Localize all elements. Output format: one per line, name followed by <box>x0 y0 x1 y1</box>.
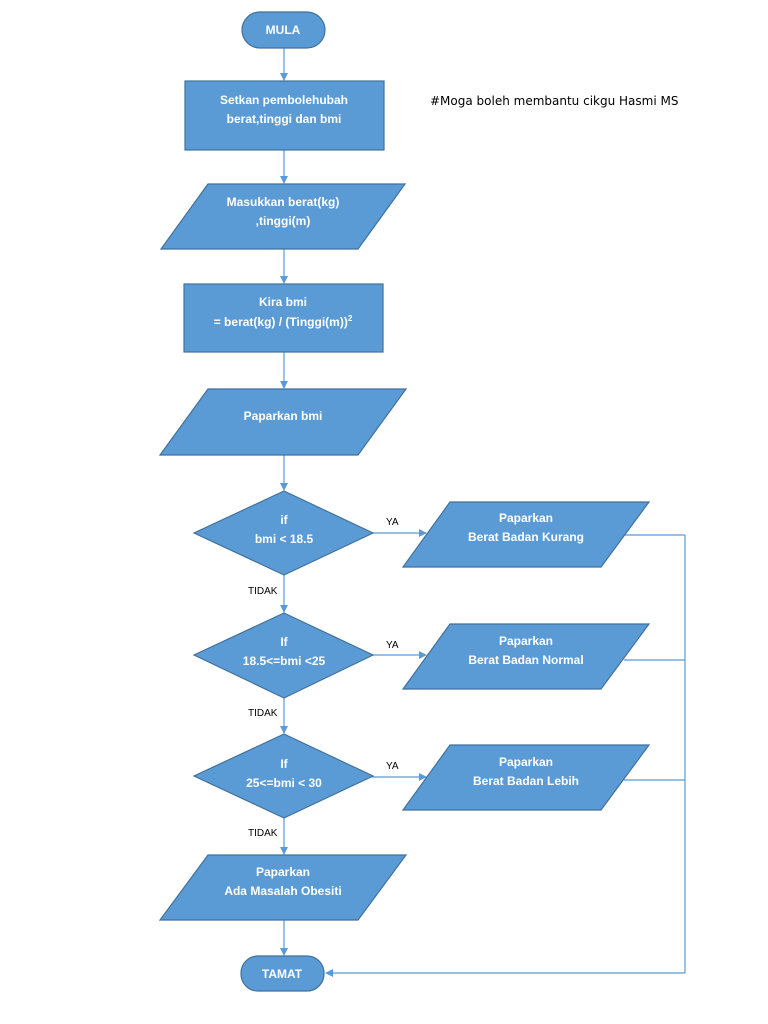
node-out-obesiti-line1: Paparkan <box>256 865 310 879</box>
node-out-obesiti: Paparkan Ada Masalah Obesiti <box>158 854 408 921</box>
node-out-kurang-line1: Paparkan <box>499 511 553 525</box>
node-display-bmi-text: Paparkan bmi <box>244 409 323 423</box>
label-no-3: TIDAK <box>248 828 278 839</box>
label-yes-2: YA <box>386 640 399 651</box>
connectors <box>280 48 686 977</box>
node-decision3-line2: 25<=bmi < 30 <box>246 776 322 790</box>
node-init-line1: Setkan pembolehubah <box>220 93 348 107</box>
node-input-line2: ,tinggi(m) <box>256 214 311 228</box>
node-out-lebih-line2: Berat Badan Lebih <box>473 774 579 788</box>
label-yes-3: YA <box>386 761 399 772</box>
node-init-line2: berat,tinggi dan bmi <box>227 112 342 126</box>
node-init: Setkan pembolehubah berat,tinggi dan bmi <box>184 80 385 151</box>
node-decision1-line2: bmi < 18.5 <box>255 532 314 546</box>
node-input: Masukkan berat(kg) ,tinggi(m) <box>159 183 407 250</box>
node-decision1: if bmi < 18.5 <box>192 490 375 576</box>
node-decision2: If 18.5<=bmi <25 <box>192 612 375 699</box>
node-out-lebih: Paparkan Berat Badan Lebih <box>401 744 651 811</box>
node-out-obesiti-line2: Ada Masalah Obesiti <box>224 884 341 898</box>
label-no-2: TIDAK <box>248 708 278 719</box>
node-decision1-line1: if <box>280 513 288 527</box>
node-out-normal: Paparkan Berat Badan Normal <box>401 623 651 690</box>
node-out-kurang-line2: Berat Badan Kurang <box>468 530 584 544</box>
node-start: MULA <box>241 11 326 49</box>
node-calc: Kira bmi = berat(kg) / (Tinggi(m))2 <box>183 283 384 353</box>
label-yes-1: YA <box>386 517 399 528</box>
node-decision2-line1: If <box>280 635 288 649</box>
node-out-normal-line1: Paparkan <box>499 634 553 648</box>
note-text: #Moga boleh membantu cikgu Hasmi MS <box>430 94 678 108</box>
label-no-1: TIDAK <box>248 586 278 597</box>
node-calc-formula: = berat(kg) / (Tinggi(m)) <box>214 315 348 329</box>
node-decision3-line1: If <box>280 757 288 771</box>
node-out-kurang: Paparkan Berat Badan Kurang <box>401 501 651 568</box>
node-decision2-line2: 18.5<=bmi <25 <box>243 654 326 668</box>
node-calc-line1: Kira bmi <box>259 295 307 309</box>
node-out-normal-line2: Berat Badan Normal <box>468 653 583 667</box>
node-decision3: If 25<=bmi < 30 <box>192 733 375 819</box>
node-end-text: TAMAT <box>262 967 303 981</box>
node-input-line1: Masukkan berat(kg) <box>227 195 340 209</box>
node-out-lebih-line1: Paparkan <box>499 755 553 769</box>
node-end: TAMAT <box>240 955 325 992</box>
node-start-text: MULA <box>266 23 301 37</box>
node-calc-line2: = berat(kg) / (Tinggi(m))2 <box>214 314 353 329</box>
node-display-bmi: Paparkan bmi <box>158 388 408 456</box>
node-calc-sup: 2 <box>348 314 353 323</box>
